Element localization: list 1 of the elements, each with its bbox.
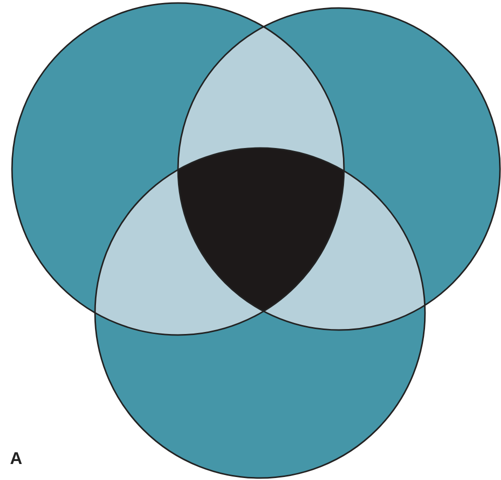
panel-label: A xyxy=(10,449,22,469)
